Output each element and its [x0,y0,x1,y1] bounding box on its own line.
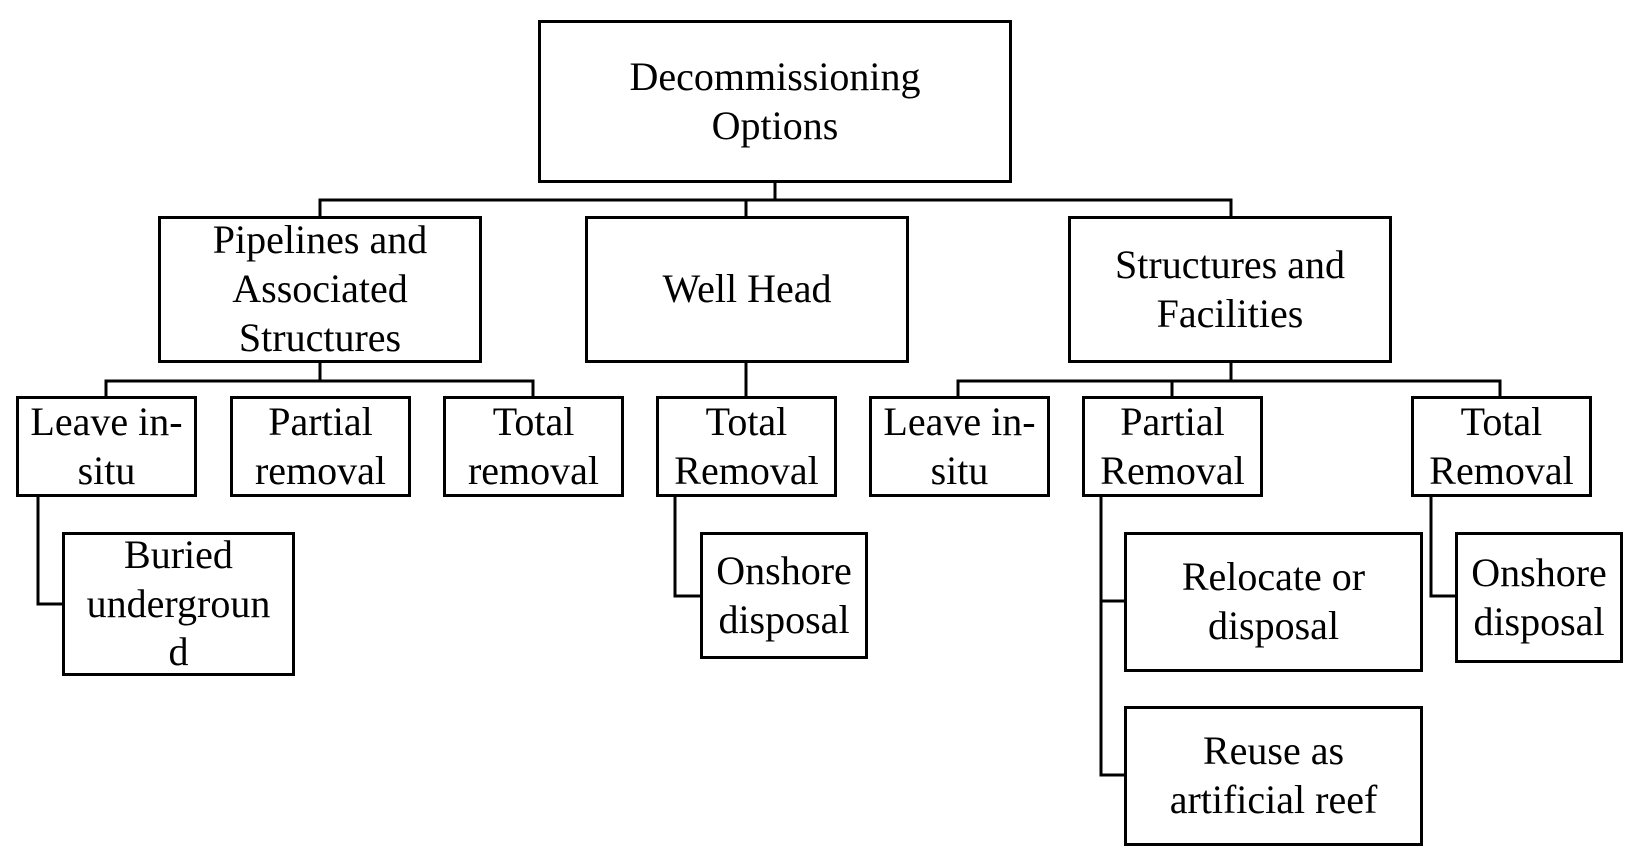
pipelines-label: Pipelines and Associated Structures [212,217,428,360]
buried-underground-label: Buried undergroun d [86,532,271,675]
structures-label: Structures and Facilities [1115,241,1345,336]
pipelines-total-removal-node: Total removal [443,396,624,497]
structures-node: Structures and Facilities [1068,216,1392,363]
pipelines-node: Pipelines and Associated Structures [158,216,482,363]
wellhead-onshore-disposal-node: Onshore disposal [700,532,868,659]
reuse-artificial-reef-node: Reuse as artificial reef [1124,706,1423,846]
root-node: Decommissioning Options [538,20,1012,183]
structures-partial-removal-label: Partial Removal [1100,398,1245,493]
pipelines-leave-insitu-node: Leave in- situ [16,396,197,497]
pipelines-leave-insitu-label: Leave in- situ [30,398,183,493]
relocate-or-disposal-label: Relocate or disposal [1181,554,1366,648]
structures-leave-insitu-label: Leave in- situ [883,398,1036,493]
relocate-or-disposal-node: Relocate or disposal [1124,532,1423,672]
reuse-artificial-reef-label: Reuse as artificial reef [1169,728,1378,822]
structures-partial-removal-node: Partial Removal [1082,396,1263,497]
structures-onshore-disposal-node: Onshore disposal [1455,532,1623,663]
wellhead-total-removal-label: Total Removal [674,398,819,493]
structures-onshore-disposal-label: Onshore disposal [1471,549,1607,644]
wellhead-onshore-disposal-label: Onshore disposal [716,547,852,642]
structures-total-removal-node: Total Removal [1411,396,1592,497]
buried-underground-node: Buried undergroun d [62,532,295,676]
root-label: Decommissioning Options [629,53,921,148]
pipelines-partial-removal-label: Partial removal [254,398,387,493]
pipelines-total-removal-label: Total removal [467,398,600,493]
pipelines-partial-removal-node: Partial removal [230,396,411,497]
structures-leave-insitu-node: Leave in- situ [869,396,1050,497]
wellhead-node: Well Head [585,216,909,363]
structures-total-removal-label: Total Removal [1429,398,1574,493]
wellhead-total-removal-node: Total Removal [656,396,837,497]
wellhead-label: Well Head [662,266,832,312]
